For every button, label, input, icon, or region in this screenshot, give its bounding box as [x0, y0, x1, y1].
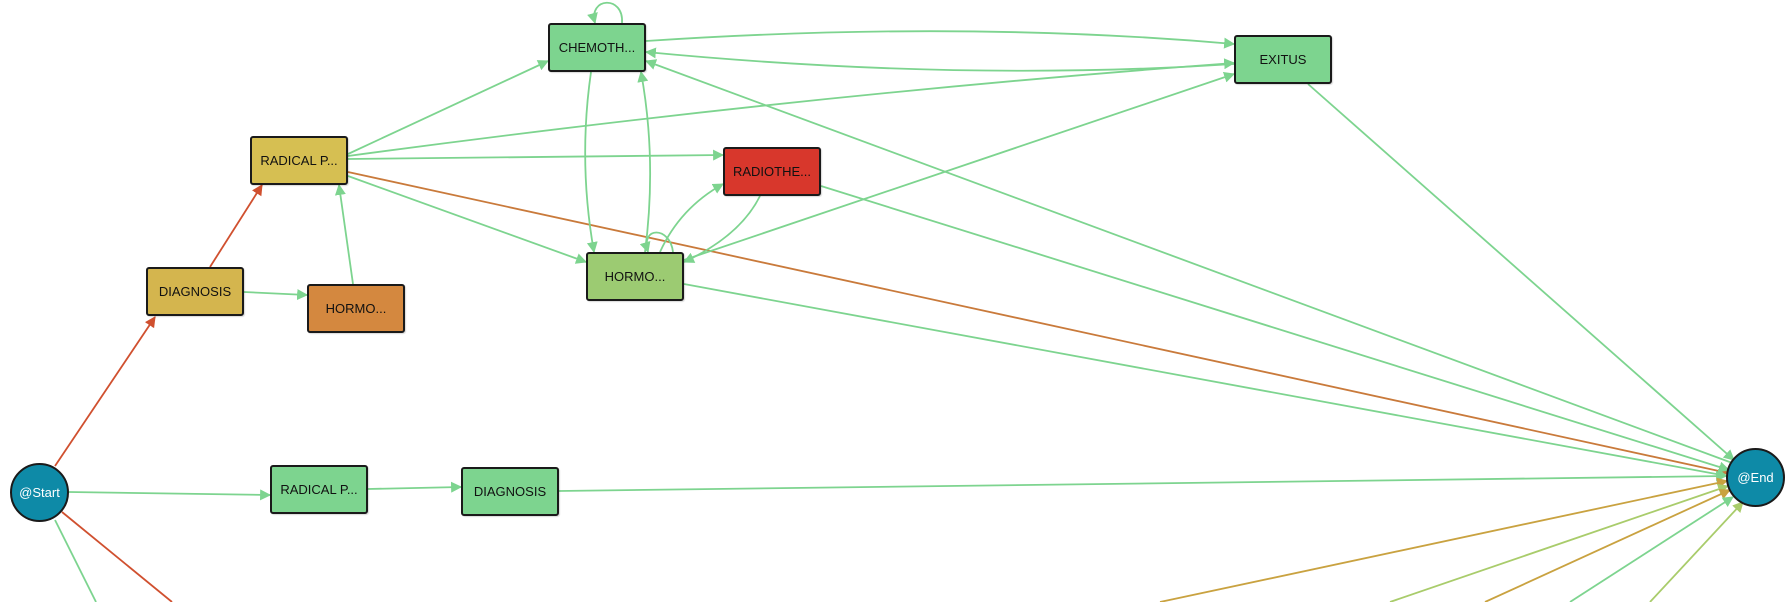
edge-radical-upper-to-end[interactable]: [347, 171, 1730, 477]
edge-chemoth-to-hormo-green[interactable]: [584, 71, 598, 254]
edge-start-to-offscreen-a[interactable]: [54, 519, 97, 602]
edge-offscreen-e-to-end[interactable]: [1484, 489, 1732, 602]
node-radical-lower[interactable]: RADICAL P...: [270, 465, 368, 514]
edge-radiothe-to-end[interactable]: [820, 185, 1731, 473]
edge-offscreen-d-to-end[interactable]: [1389, 484, 1730, 602]
node-diagnosis-upper[interactable]: DIAGNOSIS: [146, 267, 244, 316]
edge-hormo-green-to-radiothe[interactable]: [659, 183, 724, 253]
node-hormo-orange[interactable]: HORMO...: [307, 284, 405, 333]
node-start[interactable]: @Start: [10, 463, 69, 522]
edge-diagnosis-upper-to-hormo-orange[interactable]: [243, 289, 309, 301]
edge-hormo-green-to-chemoth[interactable]: [637, 70, 652, 253]
edge-offscreen-g-to-end[interactable]: [1649, 501, 1744, 602]
edge-offscreen-c-to-end[interactable]: [1159, 477, 1729, 602]
edge-hormo-green-to-hormo-green[interactable]: [639, 231, 674, 254]
edge-start-to-offscreen-b[interactable]: [61, 511, 173, 602]
edge-radical-upper-to-chemoth[interactable]: [347, 60, 549, 155]
edge-hormo-green-to-exitus[interactable]: [683, 71, 1236, 261]
node-radiothe[interactable]: RADIOTHE...: [723, 147, 821, 196]
edge-radical-upper-to-radiothe[interactable]: [347, 149, 725, 161]
edge-chemoth-to-exitus[interactable]: [645, 30, 1236, 49]
edge-hormo-orange-to-radical-upper[interactable]: [334, 183, 354, 285]
edge-radical-upper-to-exitus[interactable]: [347, 58, 1236, 157]
node-chemoth[interactable]: CHEMOTH...: [548, 23, 646, 72]
edge-exitus-to-end[interactable]: [1307, 83, 1735, 461]
edge-radiothe-to-hormo-green[interactable]: [683, 195, 761, 263]
edge-offscreen-f-to-end[interactable]: [1569, 496, 1734, 602]
node-radical-upper[interactable]: RADICAL P...: [250, 136, 348, 185]
edge-exitus-to-chemoth[interactable]: [644, 47, 1235, 72]
node-end[interactable]: @End: [1726, 448, 1785, 507]
node-hormo-green[interactable]: HORMO...: [586, 252, 684, 301]
edge-start-to-radical-lower[interactable]: [68, 489, 272, 501]
edge-diagnosis-lower-to-end[interactable]: [558, 470, 1728, 492]
edge-chemoth-to-chemoth[interactable]: [587, 1, 623, 25]
edge-radical-upper-to-hormo-green[interactable]: [347, 175, 588, 264]
edge-radical-lower-to-diagnosis-lower[interactable]: [367, 481, 463, 493]
node-exitus[interactable]: EXITUS: [1234, 35, 1332, 84]
edge-diagnosis-upper-to-radical-upper[interactable]: [209, 184, 263, 268]
edge-end-to-chemoth[interactable]: [644, 59, 1736, 465]
node-diagnosis-lower[interactable]: DIAGNOSIS: [461, 467, 559, 516]
edge-start-to-diagnosis-upper[interactable]: [54, 316, 156, 467]
edge-hormo-green-to-end[interactable]: [683, 283, 1729, 480]
